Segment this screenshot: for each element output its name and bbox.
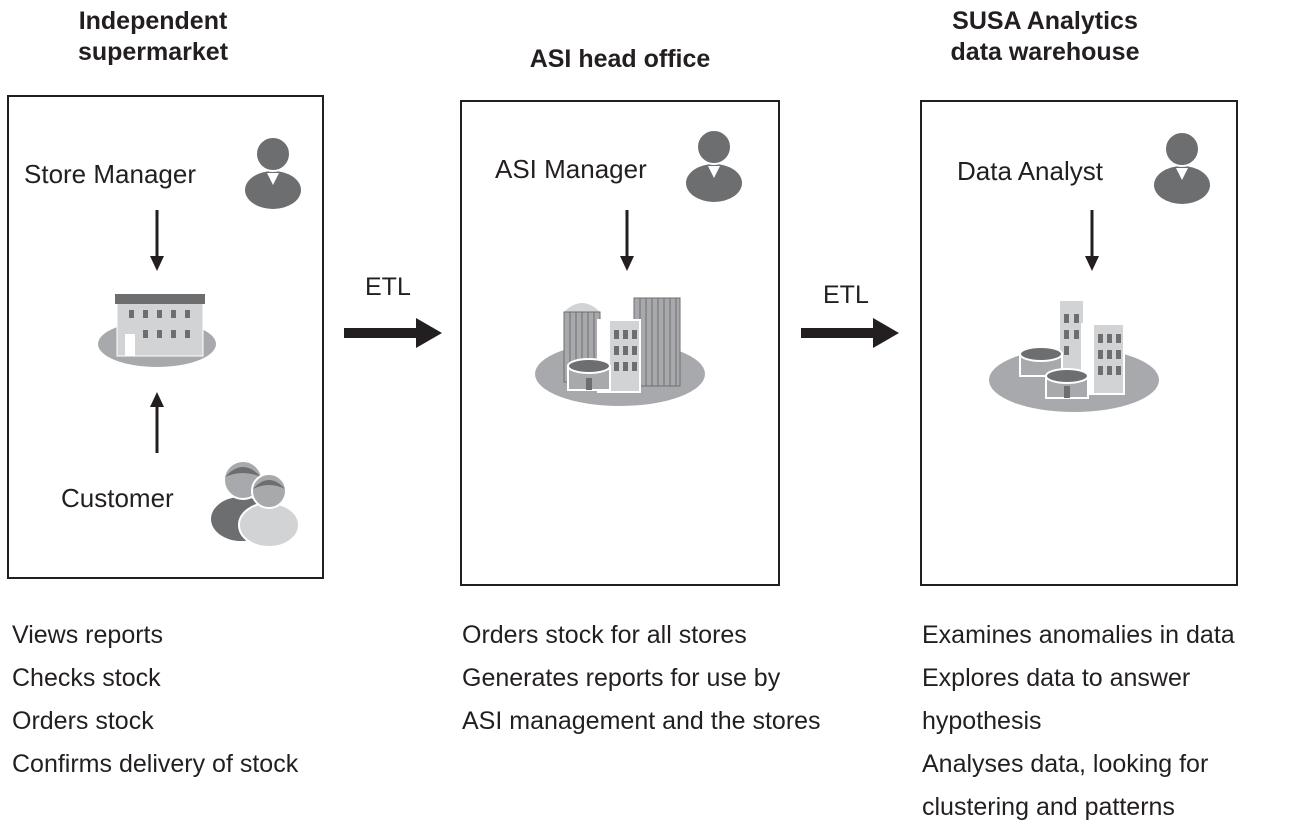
customers-group-icon (211, 460, 300, 548)
asi-manager-label: ASI Manager (495, 154, 647, 184)
data-warehouse-buildings-icon (989, 299, 1159, 412)
head-office-buildings-icon (535, 297, 705, 406)
column-title-head-office: ASI head office (529, 45, 711, 73)
etl-label-1: ETL (365, 273, 411, 301)
list-item: Analyses data, looking for (922, 750, 1209, 778)
list-item: Explores data to answer (922, 664, 1191, 692)
store-manager-person-icon (245, 136, 301, 209)
up-arrow-icon (150, 392, 164, 453)
list-item: clustering and patterns (922, 793, 1175, 821)
down-arrow-icon (620, 210, 634, 271)
store-manager-label: Store Manager (24, 159, 196, 189)
list-item: Orders stock (12, 707, 154, 735)
supermarket-panel: Store Manager Customer (7, 95, 324, 579)
data-analyst-label: Data Analyst (957, 156, 1103, 186)
store-building-icon (98, 294, 216, 367)
column-title-supermarket: Independent supermarket (77, 7, 229, 66)
list-item: Orders stock for all stores (462, 621, 747, 649)
down-arrow-icon (1085, 210, 1099, 271)
list-item: Checks stock (12, 664, 161, 692)
data-analyst-person-icon (1154, 131, 1210, 204)
list-item: hypothesis (922, 707, 1042, 735)
data-warehouse-panel: Data Analyst (920, 100, 1238, 586)
customer-label: Customer (61, 483, 174, 513)
column-title-data-warehouse: SUSA Analytics data warehouse (950, 7, 1140, 66)
list-item: Views reports (12, 621, 163, 649)
list-item: ASI management and the stores (462, 707, 821, 735)
supermarket-activity-list: Views reports Checks stock Orders stock … (12, 614, 298, 786)
etl-label-2: ETL (823, 281, 869, 309)
head-office-activity-list: Orders stock for all stores Generates re… (462, 614, 821, 743)
list-item: Confirms delivery of stock (12, 750, 299, 778)
etl-arrow-1-icon (344, 318, 442, 348)
head-office-panel: ASI Manager (460, 100, 780, 586)
list-item: Generates reports for use by (462, 664, 781, 692)
asi-manager-person-icon (686, 129, 742, 202)
list-item: Examines anomalies in data (922, 621, 1235, 649)
down-arrow-icon (150, 210, 164, 271)
etl-arrow-2-icon (801, 318, 899, 348)
data-warehouse-activity-list: Examines anomalies in data Explores data… (922, 614, 1235, 829)
